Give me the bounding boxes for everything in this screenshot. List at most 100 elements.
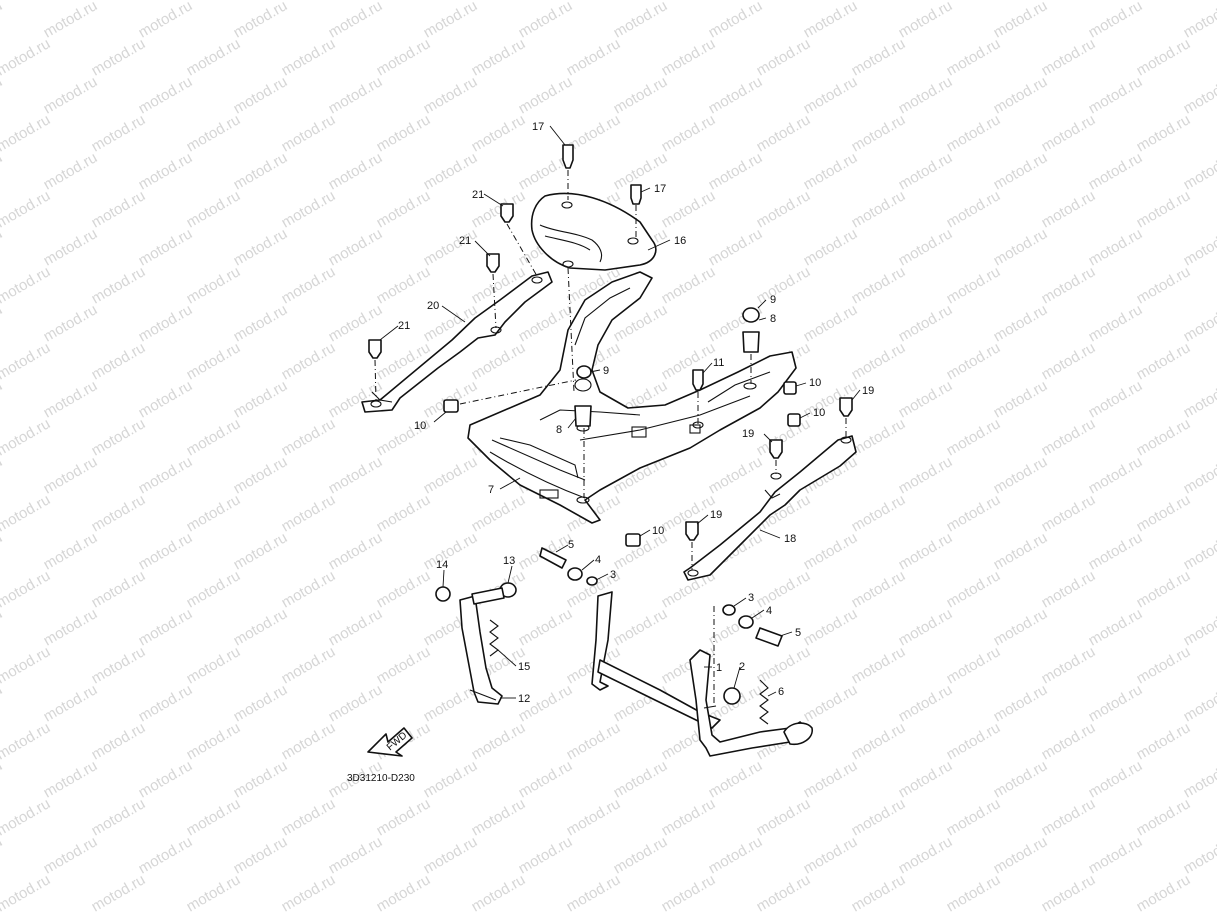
- watermark-text: motod.ru: [991, 909, 1051, 913]
- watermark-text: motod.ru: [754, 35, 814, 79]
- watermark-text: motod.ru: [944, 263, 1004, 307]
- watermark-text: motod.ru: [1134, 491, 1194, 535]
- watermark-text: motod.ru: [849, 795, 909, 839]
- watermark-text: motod.ru: [896, 73, 956, 117]
- watermark-text: motod.ru: [611, 0, 671, 41]
- callout-19: 19: [862, 385, 874, 397]
- callout-16: 16: [674, 235, 686, 247]
- watermark-text: motod.ru: [896, 681, 956, 725]
- watermark-text: motod.ru: [0, 605, 5, 649]
- watermark-text: motod.ru: [184, 795, 244, 839]
- watermark-text: motod.ru: [1039, 795, 1099, 839]
- watermark-text: motod.ru: [849, 187, 909, 231]
- watermark-text: motod.ru: [896, 225, 956, 269]
- watermark-text: motod.ru: [611, 909, 671, 913]
- watermark-text: motod.ru: [326, 149, 386, 193]
- watermark-text: motod.ru: [849, 339, 909, 383]
- watermark-text: motod.ru: [754, 795, 814, 839]
- watermark-text: motod.ru: [1134, 871, 1194, 913]
- watermark-text: motod.ru: [1181, 225, 1217, 269]
- callout-4: 4: [595, 554, 601, 566]
- watermark-text: motod.ru: [184, 567, 244, 611]
- watermark-text: motod.ru: [184, 35, 244, 79]
- watermark-text: motod.ru: [991, 529, 1051, 573]
- watermark-text: motod.ru: [1134, 643, 1194, 687]
- watermark-text: motod.ru: [0, 377, 5, 421]
- watermark-text: motod.ru: [564, 0, 624, 3]
- watermark-text: motod.ru: [991, 73, 1051, 117]
- watermark-text: motod.ru: [991, 225, 1051, 269]
- callout-18: 18: [784, 533, 796, 545]
- watermark-text: motod.ru: [944, 35, 1004, 79]
- watermark-text: motod.ru: [0, 415, 53, 459]
- watermark-text: motod.ru: [1086, 681, 1146, 725]
- watermark-text: motod.ru: [991, 149, 1051, 193]
- watermark-text: motod.ru: [326, 529, 386, 573]
- watermark-text: motod.ru: [849, 567, 909, 611]
- callout-10: 10: [809, 377, 821, 389]
- watermark-text: motod.ru: [421, 149, 481, 193]
- callout-19: 19: [742, 428, 754, 440]
- watermark-text: motod.ru: [944, 187, 1004, 231]
- callout-9: 9: [603, 365, 609, 377]
- watermark-text: motod.ru: [706, 909, 766, 913]
- watermark-text: motod.ru: [944, 491, 1004, 535]
- watermark-text: motod.ru: [231, 529, 291, 573]
- watermark-text: motod.ru: [41, 377, 101, 421]
- watermark-text: motod.ru: [326, 605, 386, 649]
- watermark-text: motod.ru: [0, 225, 5, 269]
- watermark-text: motod.ru: [326, 833, 386, 877]
- watermark-text: motod.ru: [896, 0, 956, 41]
- watermark-text: motod.ru: [849, 871, 909, 913]
- watermark-text: motod.ru: [564, 795, 624, 839]
- watermark-text: motod.ru: [849, 263, 909, 307]
- watermark-text: motod.ru: [89, 0, 149, 3]
- callout-21: 21: [398, 320, 410, 332]
- watermark-text: motod.ru: [469, 719, 529, 763]
- watermark-text: motod.ru: [184, 643, 244, 687]
- watermark-text: motod.ru: [469, 795, 529, 839]
- callout-7: 7: [488, 484, 494, 496]
- watermark-text: motod.ru: [279, 719, 339, 763]
- watermark-text: motod.ru: [944, 415, 1004, 459]
- watermark-text: motod.ru: [89, 415, 149, 459]
- callout-20: 20: [427, 300, 439, 312]
- watermark-text: motod.ru: [944, 795, 1004, 839]
- watermark-text: motod.ru: [184, 0, 244, 3]
- watermark-text: motod.ru: [659, 187, 719, 231]
- watermark-text: motod.ru: [1086, 909, 1146, 913]
- watermark-text: motod.ru: [896, 833, 956, 877]
- watermark-text: motod.ru: [136, 0, 196, 41]
- watermark-text: motod.ru: [1134, 415, 1194, 459]
- watermark-text: motod.ru: [184, 491, 244, 535]
- watermark-text: motod.ru: [0, 833, 5, 877]
- callout-3: 3: [610, 569, 616, 581]
- watermark-text: motod.ru: [89, 719, 149, 763]
- watermark-text: motod.ru: [1181, 149, 1217, 193]
- watermark-text: motod.ru: [326, 225, 386, 269]
- watermark-text: motod.ru: [89, 339, 149, 383]
- watermark-text: motod.ru: [991, 377, 1051, 421]
- watermark-text: motod.ru: [89, 187, 149, 231]
- callout-17: 17: [654, 183, 666, 195]
- watermark-text: motod.ru: [611, 73, 671, 117]
- watermark-text: motod.ru: [279, 643, 339, 687]
- watermark-text: motod.ru: [0, 757, 5, 801]
- watermark-text: motod.ru: [801, 225, 861, 269]
- watermark-text: motod.ru: [136, 225, 196, 269]
- watermark-text: motod.ru: [659, 35, 719, 79]
- watermark-text: motod.ru: [754, 187, 814, 231]
- watermark-text: motod.ru: [659, 871, 719, 913]
- watermark-text: motod.ru: [849, 491, 909, 535]
- watermark-text: motod.ru: [0, 187, 53, 231]
- watermark-text: motod.ru: [801, 149, 861, 193]
- callout-21: 21: [459, 235, 471, 247]
- watermark-text: motod.ru: [469, 491, 529, 535]
- watermark-text: motod.ru: [184, 415, 244, 459]
- watermark-text: motod.ru: [801, 909, 861, 913]
- watermark-text: motod.ru: [944, 339, 1004, 383]
- watermark-text: motod.ru: [136, 681, 196, 725]
- watermark-text: motod.ru: [231, 149, 291, 193]
- watermark-text: motod.ru: [1181, 681, 1217, 725]
- upper-bracket: [530, 192, 657, 271]
